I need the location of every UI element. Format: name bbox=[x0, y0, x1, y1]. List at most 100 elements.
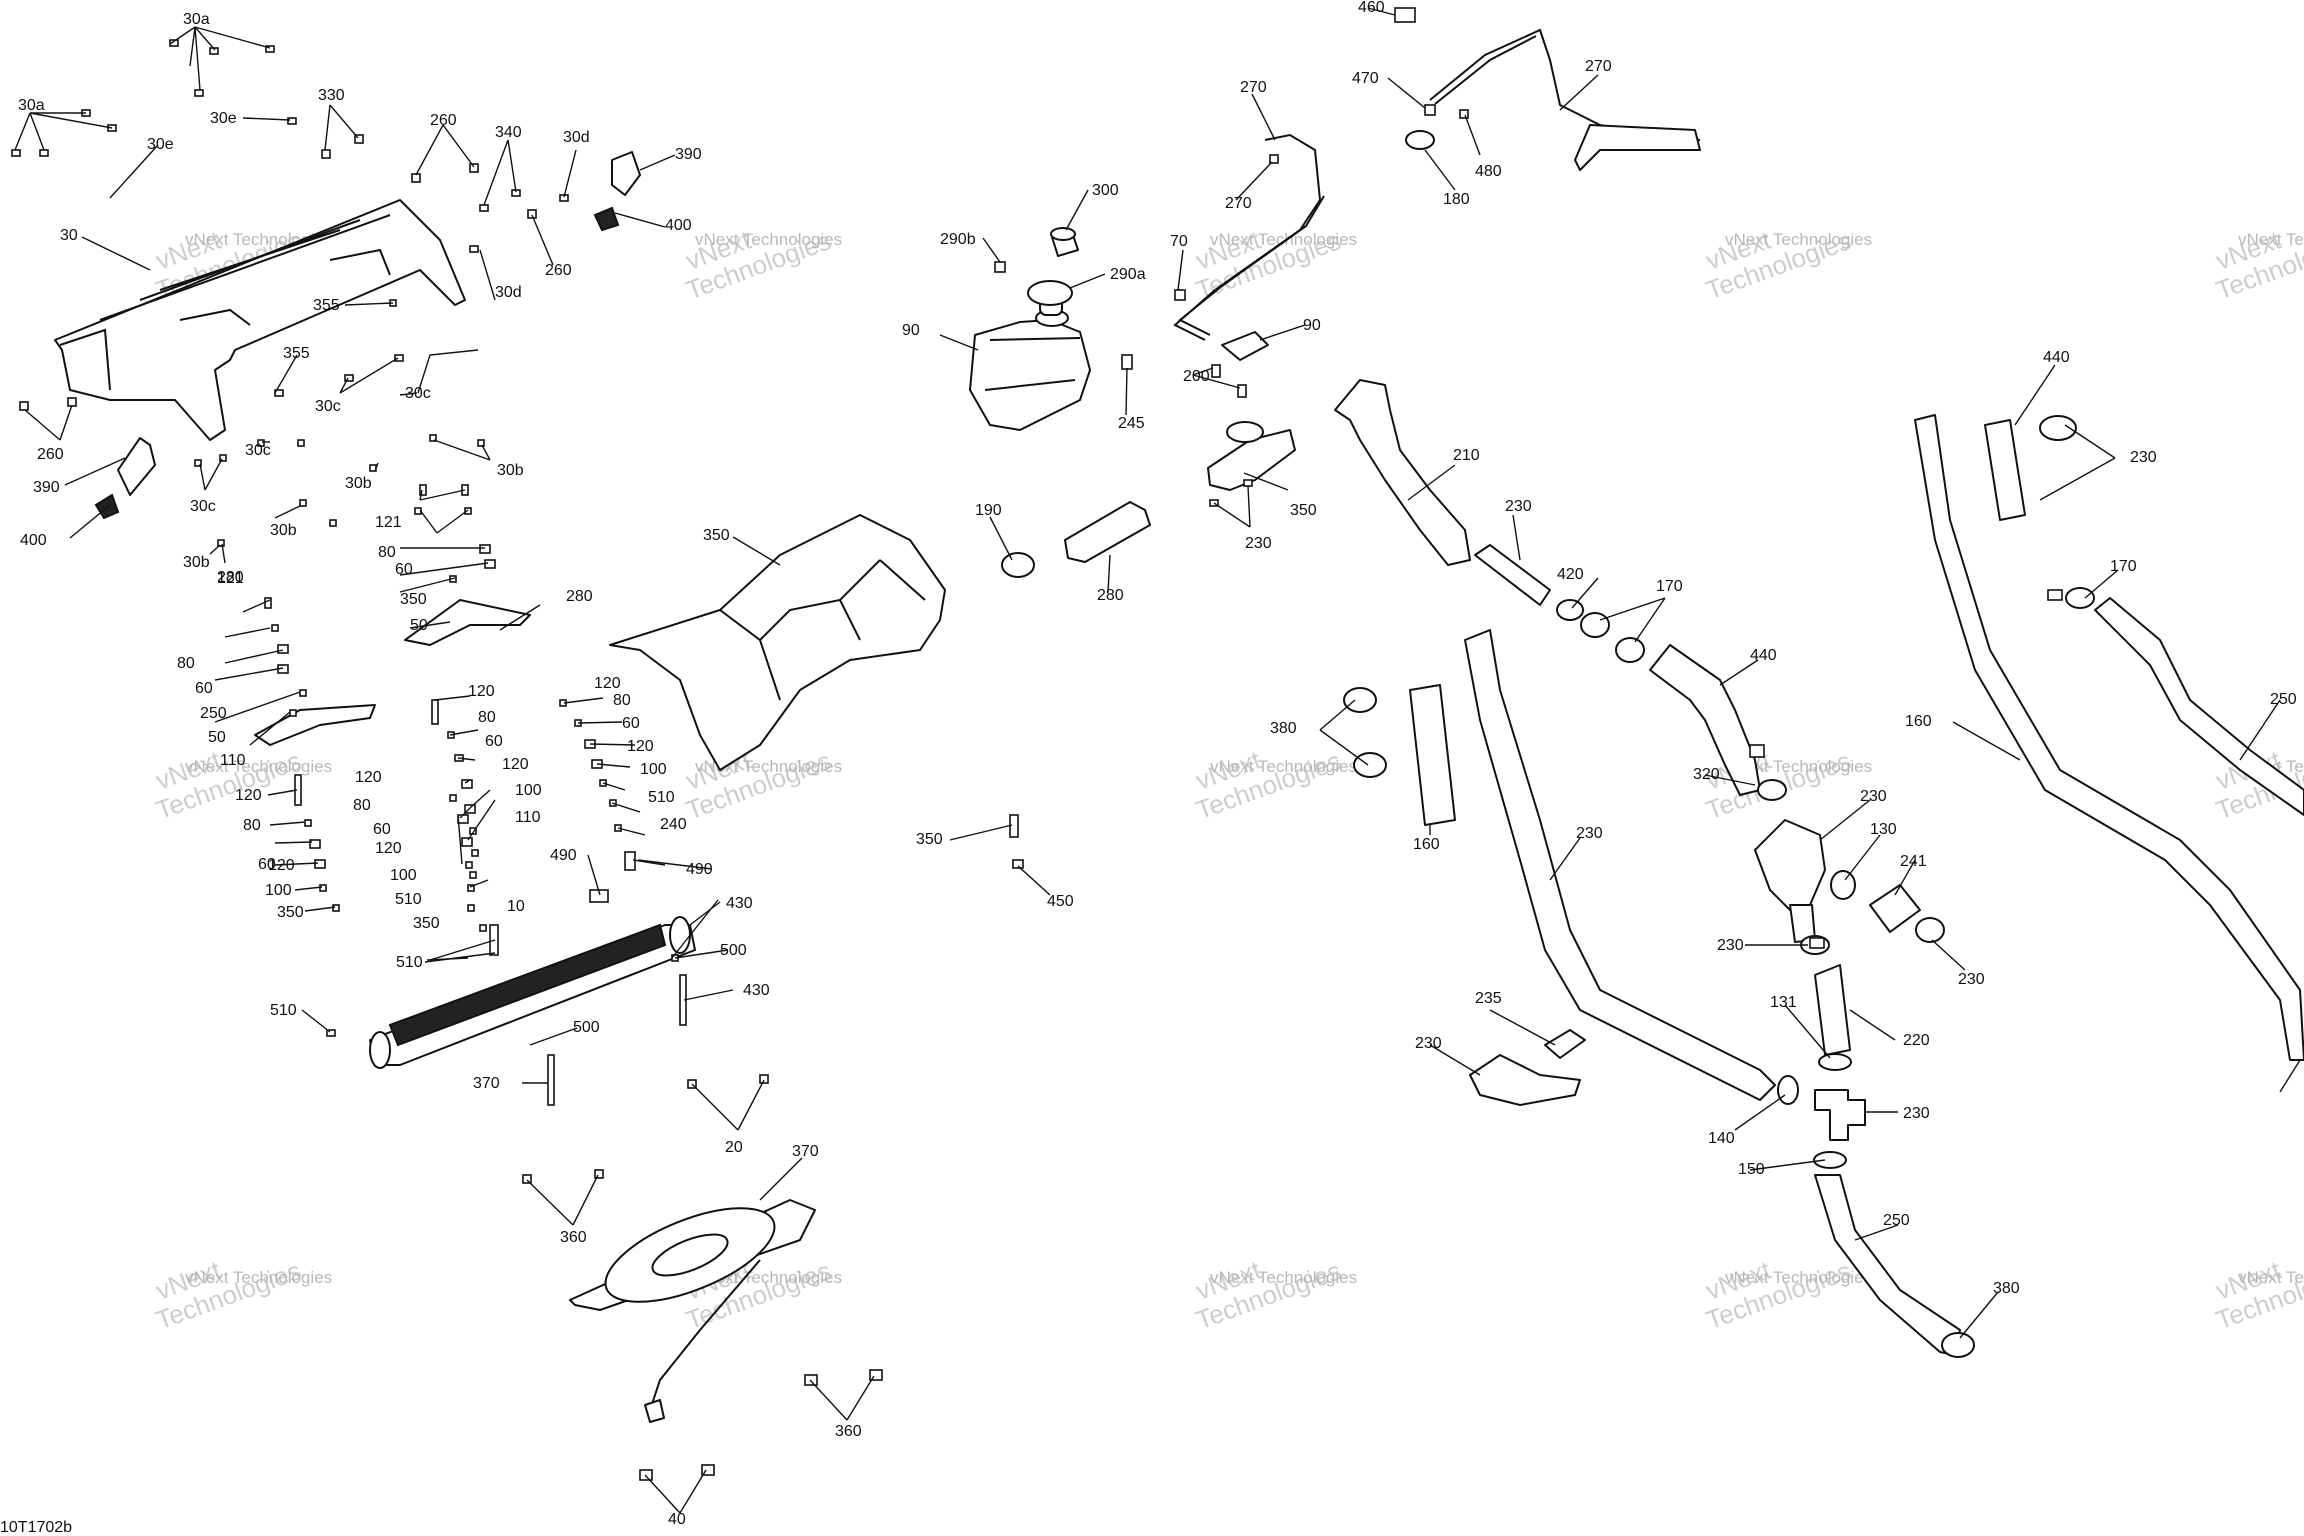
watermark-text: vNext Technologies bbox=[2238, 230, 2304, 249]
callout-label: 350 bbox=[400, 591, 427, 608]
hose-170-right bbox=[1914, 414, 2304, 1061]
callout-label: 121 bbox=[217, 570, 244, 587]
callout-label: 100 bbox=[515, 782, 542, 799]
callout-label: 60 bbox=[485, 733, 503, 750]
watermark-text: vNext Technologies bbox=[2238, 1268, 2304, 1287]
callout-label: 300 bbox=[1092, 182, 1119, 199]
callout-label: 270 bbox=[1585, 58, 1612, 75]
callout-label: 160 bbox=[1905, 713, 1932, 730]
callout-label: 210 bbox=[1453, 447, 1480, 464]
callout-label: 10 bbox=[507, 898, 525, 915]
callout-label: 350 bbox=[916, 831, 943, 848]
watermark-text: vNext Technologies bbox=[695, 230, 842, 249]
hose-190 bbox=[1064, 501, 1151, 563]
callout-label: 480 bbox=[1475, 163, 1502, 180]
callout-label: 370 bbox=[792, 1143, 819, 1160]
callout-label: 80 bbox=[478, 709, 496, 726]
bracket-50-lower bbox=[254, 704, 376, 746]
pipe-210 bbox=[1474, 544, 1551, 606]
callout-label: 40 bbox=[668, 1511, 686, 1528]
callout-labels: 30a 30a 30e 30e 330 260 340 30d 390 400 … bbox=[18, 0, 2297, 1528]
hose-180 bbox=[1334, 379, 1471, 566]
callout-label: 510 bbox=[396, 954, 423, 971]
callout-label: 380 bbox=[1993, 1280, 2020, 1297]
callout-label: 250 bbox=[200, 705, 227, 722]
callout-label: 390 bbox=[675, 146, 702, 163]
watermark-text: vNext Technologies bbox=[1210, 757, 1357, 776]
callout-label: 510 bbox=[395, 891, 422, 908]
callout-label: 230 bbox=[1860, 788, 1887, 805]
callout-label: 90 bbox=[1303, 317, 1321, 334]
callout-label: 360 bbox=[835, 1423, 862, 1440]
callout-label: 450 bbox=[1047, 893, 1074, 910]
callout-label: 30a bbox=[18, 97, 45, 114]
callout-label: 350 bbox=[413, 915, 440, 932]
callout-label: 120 bbox=[627, 738, 654, 755]
diagram-code: 10T1702b bbox=[0, 1519, 72, 1536]
watermark-text: vNext Technologies bbox=[1210, 230, 1357, 249]
callout-label: 350 bbox=[277, 904, 304, 921]
callout-label: 30e bbox=[210, 110, 237, 127]
callout-label: 50 bbox=[410, 617, 428, 634]
callout-label: 60 bbox=[373, 821, 391, 838]
callout-label: 170 bbox=[1656, 578, 1683, 595]
callout-label: 440 bbox=[2043, 349, 2070, 366]
callout-label: 400 bbox=[20, 532, 47, 549]
clamp-440-left-b bbox=[1353, 752, 1387, 778]
callout-label: 180 bbox=[1443, 191, 1470, 208]
cover-panel-30 bbox=[54, 199, 466, 441]
callout-label: 270 bbox=[1225, 195, 1252, 212]
callout-label: 160 bbox=[1413, 836, 1440, 853]
callout-label: 30c bbox=[190, 498, 216, 515]
callout-label: 60 bbox=[258, 856, 276, 873]
callout-label: 440 bbox=[1750, 647, 1777, 664]
clamp-440-left-a bbox=[1343, 687, 1377, 713]
sleeve-380-left bbox=[1409, 684, 1456, 826]
clamp-241 bbox=[1915, 917, 1945, 943]
callout-label: 20 bbox=[725, 1139, 743, 1156]
side-panel-40 bbox=[609, 514, 946, 771]
cap-70 bbox=[1221, 331, 1269, 361]
callout-label: 290a bbox=[1110, 266, 1146, 283]
callout-label: 500 bbox=[573, 1019, 600, 1036]
callout-label: 131 bbox=[1770, 994, 1797, 1011]
callout-label: 170 bbox=[2110, 558, 2137, 575]
watermark-text: vNext Technologies bbox=[1725, 1268, 1872, 1287]
callout-label: 120 bbox=[375, 840, 402, 857]
bracket-50-upper bbox=[404, 599, 531, 646]
callout-label: 30b bbox=[270, 522, 297, 539]
coolant-tank-290a bbox=[969, 319, 1091, 431]
watermark-text: vNext Technologies bbox=[185, 1268, 332, 1287]
callout-label: 100 bbox=[390, 867, 417, 884]
bracket-390-top bbox=[611, 151, 641, 196]
callout-label: 120 bbox=[468, 683, 495, 700]
callout-label: 30b bbox=[345, 475, 372, 492]
callout-label: 280 bbox=[566, 588, 593, 605]
callout-label: 510 bbox=[648, 789, 675, 806]
callout-label: 60 bbox=[395, 561, 413, 578]
sleeve-380-right bbox=[1984, 419, 2026, 521]
callout-label: 60 bbox=[195, 680, 213, 697]
callout-label: 330 bbox=[318, 87, 345, 104]
callout-label: 380 bbox=[1270, 720, 1297, 737]
callout-label: 355 bbox=[283, 345, 310, 362]
callout-label: 80 bbox=[243, 817, 261, 834]
valve-320 bbox=[1754, 819, 1826, 911]
callout-label: 90 bbox=[902, 322, 920, 339]
callout-label: 30c bbox=[405, 385, 431, 402]
callout-label: 280 bbox=[217, 569, 244, 586]
callout-label: 30c bbox=[245, 442, 271, 459]
callout-label: 490 bbox=[550, 847, 577, 864]
callout-label: 60 bbox=[622, 715, 640, 732]
clamp-250-b bbox=[1941, 1332, 1975, 1358]
callout-label: 340 bbox=[495, 124, 522, 141]
callout-label: 230 bbox=[1245, 535, 1272, 552]
callout-label: 510 bbox=[270, 1002, 297, 1019]
callout-label: 220 bbox=[1903, 1032, 1930, 1049]
bracket-390-left bbox=[117, 437, 156, 496]
callout-label: 30a bbox=[183, 11, 210, 28]
